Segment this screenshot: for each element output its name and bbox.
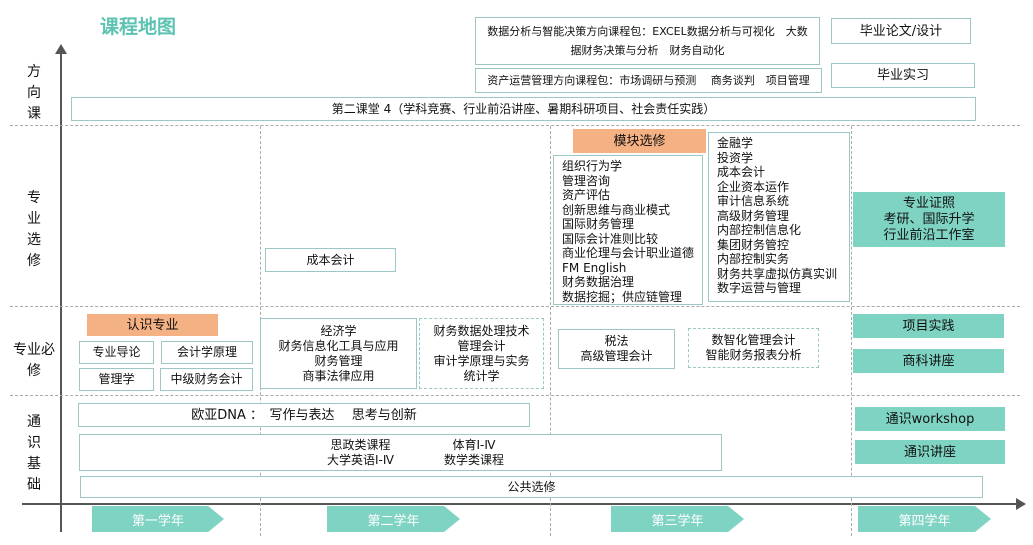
box-text: 经济学 [320,323,357,338]
year2-required-b: 财务数据处理技术管理会计审计学原理与实务统计学 [419,318,544,389]
column-divider [851,126,852,536]
core-col-a: 思政类课程大学英语Ⅰ-Ⅳ [327,438,394,468]
box-text: 审计学原理与实务 [433,353,530,368]
page-title: 课程地图 [100,16,177,38]
course-box: 管理学 [79,368,154,391]
course-box: 专业导论 [79,341,154,364]
business-lecture-box: 商科讲座 [853,349,1004,373]
public-elective-box: 公共选修 [80,476,983,498]
y-axis [60,50,62,532]
elective-course: FM English [562,260,627,275]
box-text: 专业证照 [902,195,955,211]
elective-course: 审计信息系统 [717,194,790,208]
x-axis-arrow-icon [1016,498,1026,510]
row-divider [10,395,1020,396]
elective-course: 高级财务管理 [717,208,790,223]
elective-course: 内部控制实务 [717,252,790,266]
x-axis [22,503,1018,505]
row-divider [10,306,1020,307]
module-list-b: 金融学投资学成本会计企业资本运作审计信息系统高级财务管理内部控制信息化集团财务管… [708,132,850,302]
elective-course: 商业伦理与会计职业道德 [562,246,695,260]
module-list-a: 组织行为学管理咨询资产评估创新思维与商业模式国际财务管理国际会计准则比较商业伦理… [553,155,703,305]
elective-course: 管理咨询 [562,173,611,188]
second-classroom-box: 第二课堂 4（学科竞赛、行业前沿讲座、暑期科研项目、社会责任实践） [71,97,976,121]
box-text: 商事法律应用 [302,368,375,383]
year3-required-b: 数智化管理会计智能财务报表分析 [688,328,819,368]
cost-accounting-box: 成本会计 [265,248,396,272]
elective-course: 资产评估 [562,188,611,202]
project-practice-box: 项目实践 [853,314,1004,338]
package-text: 据财务决策与分析 财务自动化 [570,44,725,57]
elective-course: 投资学 [717,150,754,165]
elective-course: 集团财务管控 [717,237,790,252]
certification-box: 专业证照 考研、国际升学 行业前沿工作室 [853,192,1005,247]
year-2-label: 第二学年 [327,506,460,532]
box-text: 税法 [604,334,629,348]
elective-course: 成本会计 [717,165,766,179]
elective-course: 创新思维与商业模式 [562,202,671,217]
box-text: 思政类课程 [330,437,391,452]
elective-course: 内部控制信息化 [717,223,802,237]
elective-course: 财务数据治理 [562,275,635,289]
elective-course: 国际财务管理 [562,217,635,231]
dna-box: 欧亚DNA ： 写作与表达 思考与创新 [78,403,530,427]
course-box: 中级财务会计 [160,368,253,391]
box-text: 数学类课程 [443,452,504,467]
general-lecture-box: 通识讲座 [855,440,1005,464]
internship-box: 毕业实习 [831,63,975,88]
package-text: 数据分析与智能决策方向课程包：EXCEL数据分析与可视化 大数 [487,25,808,38]
box-text: 考研、国际升学 [883,211,975,227]
box-text: 行业前沿工作室 [883,227,975,243]
year2-required-a: 经济学财务信息化工具与应用财务管理商事法律应用 [260,318,417,389]
y-axis-arrow-icon [55,44,67,54]
elective-course: 财务共享虚拟仿真实训 [717,266,838,281]
row-label-required: 专业必修 [13,342,55,379]
box-text: 财务信息化工具与应用 [278,338,399,353]
year3-required-a: 税法高级管理会计 [558,329,675,369]
thesis-box: 毕业论文/设计 [831,18,971,44]
box-text: 体育Ⅰ-Ⅳ [452,437,496,452]
asset-management-package: 资产运营管理方向课程包：市场调研与预测 商务谈判 项目管理 [475,68,822,93]
row-label-elective: 专业选修 [27,190,41,269]
general-workshop-box: 通识workshop [855,407,1005,431]
elective-course: 数据挖掘；供应链管理 [562,289,683,304]
year-3-label: 第三学年 [611,506,744,532]
box-text: 财务数据处理技术 [433,323,530,338]
elective-course: 国际会计准则比较 [562,231,659,246]
elective-course: 组织行为学 [562,159,623,173]
year-4-label: 第四学年 [858,506,991,532]
column-divider [550,126,551,536]
row-divider [10,125,1020,126]
elective-course: 企业资本运作 [717,179,790,194]
row-label-direction: 方向课 [27,64,41,122]
box-text: 管理会计 [457,338,506,353]
box-text: 数智化管理会计 [711,333,796,347]
row-label-general: 通识基础 [27,414,41,493]
box-text: 统计学 [463,368,500,383]
course-box: 会计学原理 [161,341,253,364]
year-1-label: 第一学年 [92,506,224,532]
box-text: 高级管理会计 [580,349,653,363]
data-analysis-package: 数据分析与智能决策方向课程包：EXCEL数据分析与可视化 大数 据财务决策与分析… [475,17,820,65]
box-text: 智能财务报表分析 [705,348,802,362]
box-text: 大学英语Ⅰ-Ⅳ [327,452,394,467]
module-elective-label: 模块选修 [573,129,706,153]
intro-major-label: 认识专业 [87,314,218,336]
box-text: 财务管理 [314,353,363,368]
elective-course: 金融学 [717,136,754,150]
elective-course: 数字运营与管理 [717,281,802,295]
